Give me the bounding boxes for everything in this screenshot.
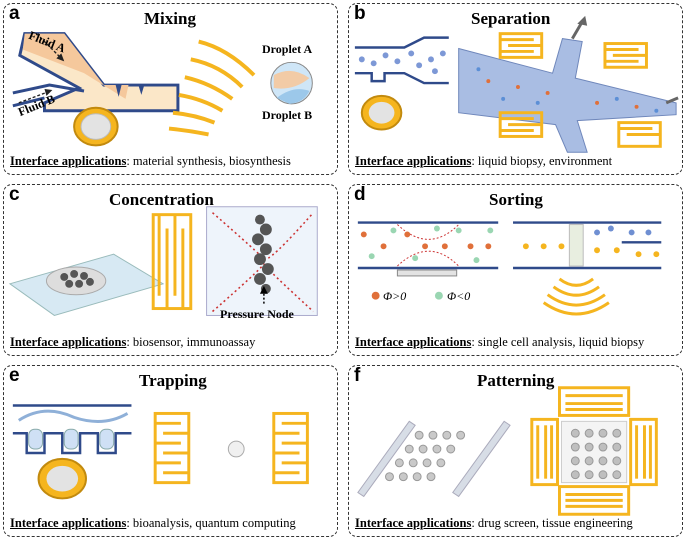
idt-bottom	[498, 111, 544, 138]
panel-footer: Interface applications: biosensor, immun…	[10, 335, 256, 349]
panel-footer: Interface applications: bioanalysis, qua…	[10, 516, 296, 530]
panel-letter: c	[9, 184, 20, 205]
pressure-node-label: Pressure Node	[220, 307, 294, 321]
panel-patterning: f Patterning Interface applications: dru…	[348, 365, 683, 537]
idt-cross	[530, 386, 658, 516]
separation-illustration	[354, 15, 679, 153]
panel-sorting: d Sorting Φ>0 Φ<0 Interface application	[348, 184, 683, 356]
panel-title: Trapping	[139, 371, 207, 390]
panel-letter: d	[354, 184, 366, 205]
patterning-illustration	[357, 386, 658, 516]
panel-letter: e	[9, 365, 20, 386]
panel-letter: a	[9, 3, 20, 24]
transducer-strip	[396, 269, 458, 277]
idt-vertical	[151, 213, 193, 311]
idt-left	[153, 411, 191, 485]
panel-trapping: e Trapping Interface applications: bioan…	[3, 365, 338, 537]
trapping-illustration	[12, 404, 309, 500]
patterned-particles	[385, 430, 466, 482]
panel-title: Patterning	[477, 371, 555, 390]
panel-title: Mixing	[144, 9, 196, 28]
phi-negative-label: Φ<0	[447, 289, 471, 303]
idt-top	[498, 32, 544, 59]
panel-title: Concentration	[109, 190, 214, 209]
trapped-particle	[227, 440, 245, 458]
panel-footer: Interface applications: material synthes…	[10, 154, 291, 168]
idt-bottom-right	[617, 121, 662, 148]
droplet-b-label: Droplet B	[262, 108, 313, 122]
panel-title: Sorting	[489, 190, 543, 209]
trap-channel	[12, 431, 132, 455]
panel-footer: Interface applications: liquid biopsy, e…	[355, 154, 613, 168]
curved-idt	[542, 277, 610, 316]
green-particles	[368, 225, 494, 264]
panel-mixing: a Mixing Fluid A Fluid B Drop	[3, 3, 338, 175]
phi-positive-label: Φ>0	[383, 289, 407, 303]
fluid-a-stream	[22, 33, 129, 99]
panel-footer: Interface applications: single cell anal…	[355, 335, 645, 349]
sorting-illustration	[357, 221, 662, 316]
focus-zone	[568, 224, 584, 267]
separation-channel	[458, 38, 677, 153]
idt-right	[603, 42, 648, 69]
wall-left	[357, 420, 416, 498]
concentration-illustration	[8, 206, 318, 317]
grid-particles	[570, 428, 622, 480]
particles	[358, 50, 446, 75]
panel-letter: b	[354, 3, 366, 24]
panel-footer: Interface applications: drug screen, tis…	[355, 516, 633, 530]
yellow-particles	[522, 243, 660, 258]
curved-idt	[168, 39, 256, 137]
droplet-well	[45, 266, 107, 296]
panel-title: Separation	[471, 9, 551, 28]
blue-particles	[594, 225, 652, 236]
orange-particles	[360, 231, 492, 250]
panel-separation: b Separation	[348, 3, 683, 175]
panel-concentration: c Concentration Pressure Node Interface …	[3, 184, 338, 356]
droplet-a-label: Droplet A	[262, 42, 313, 56]
mixing-illustration	[12, 32, 313, 147]
wall-right	[452, 420, 511, 498]
panel-letter: f	[354, 365, 361, 386]
idt-right	[272, 411, 309, 485]
